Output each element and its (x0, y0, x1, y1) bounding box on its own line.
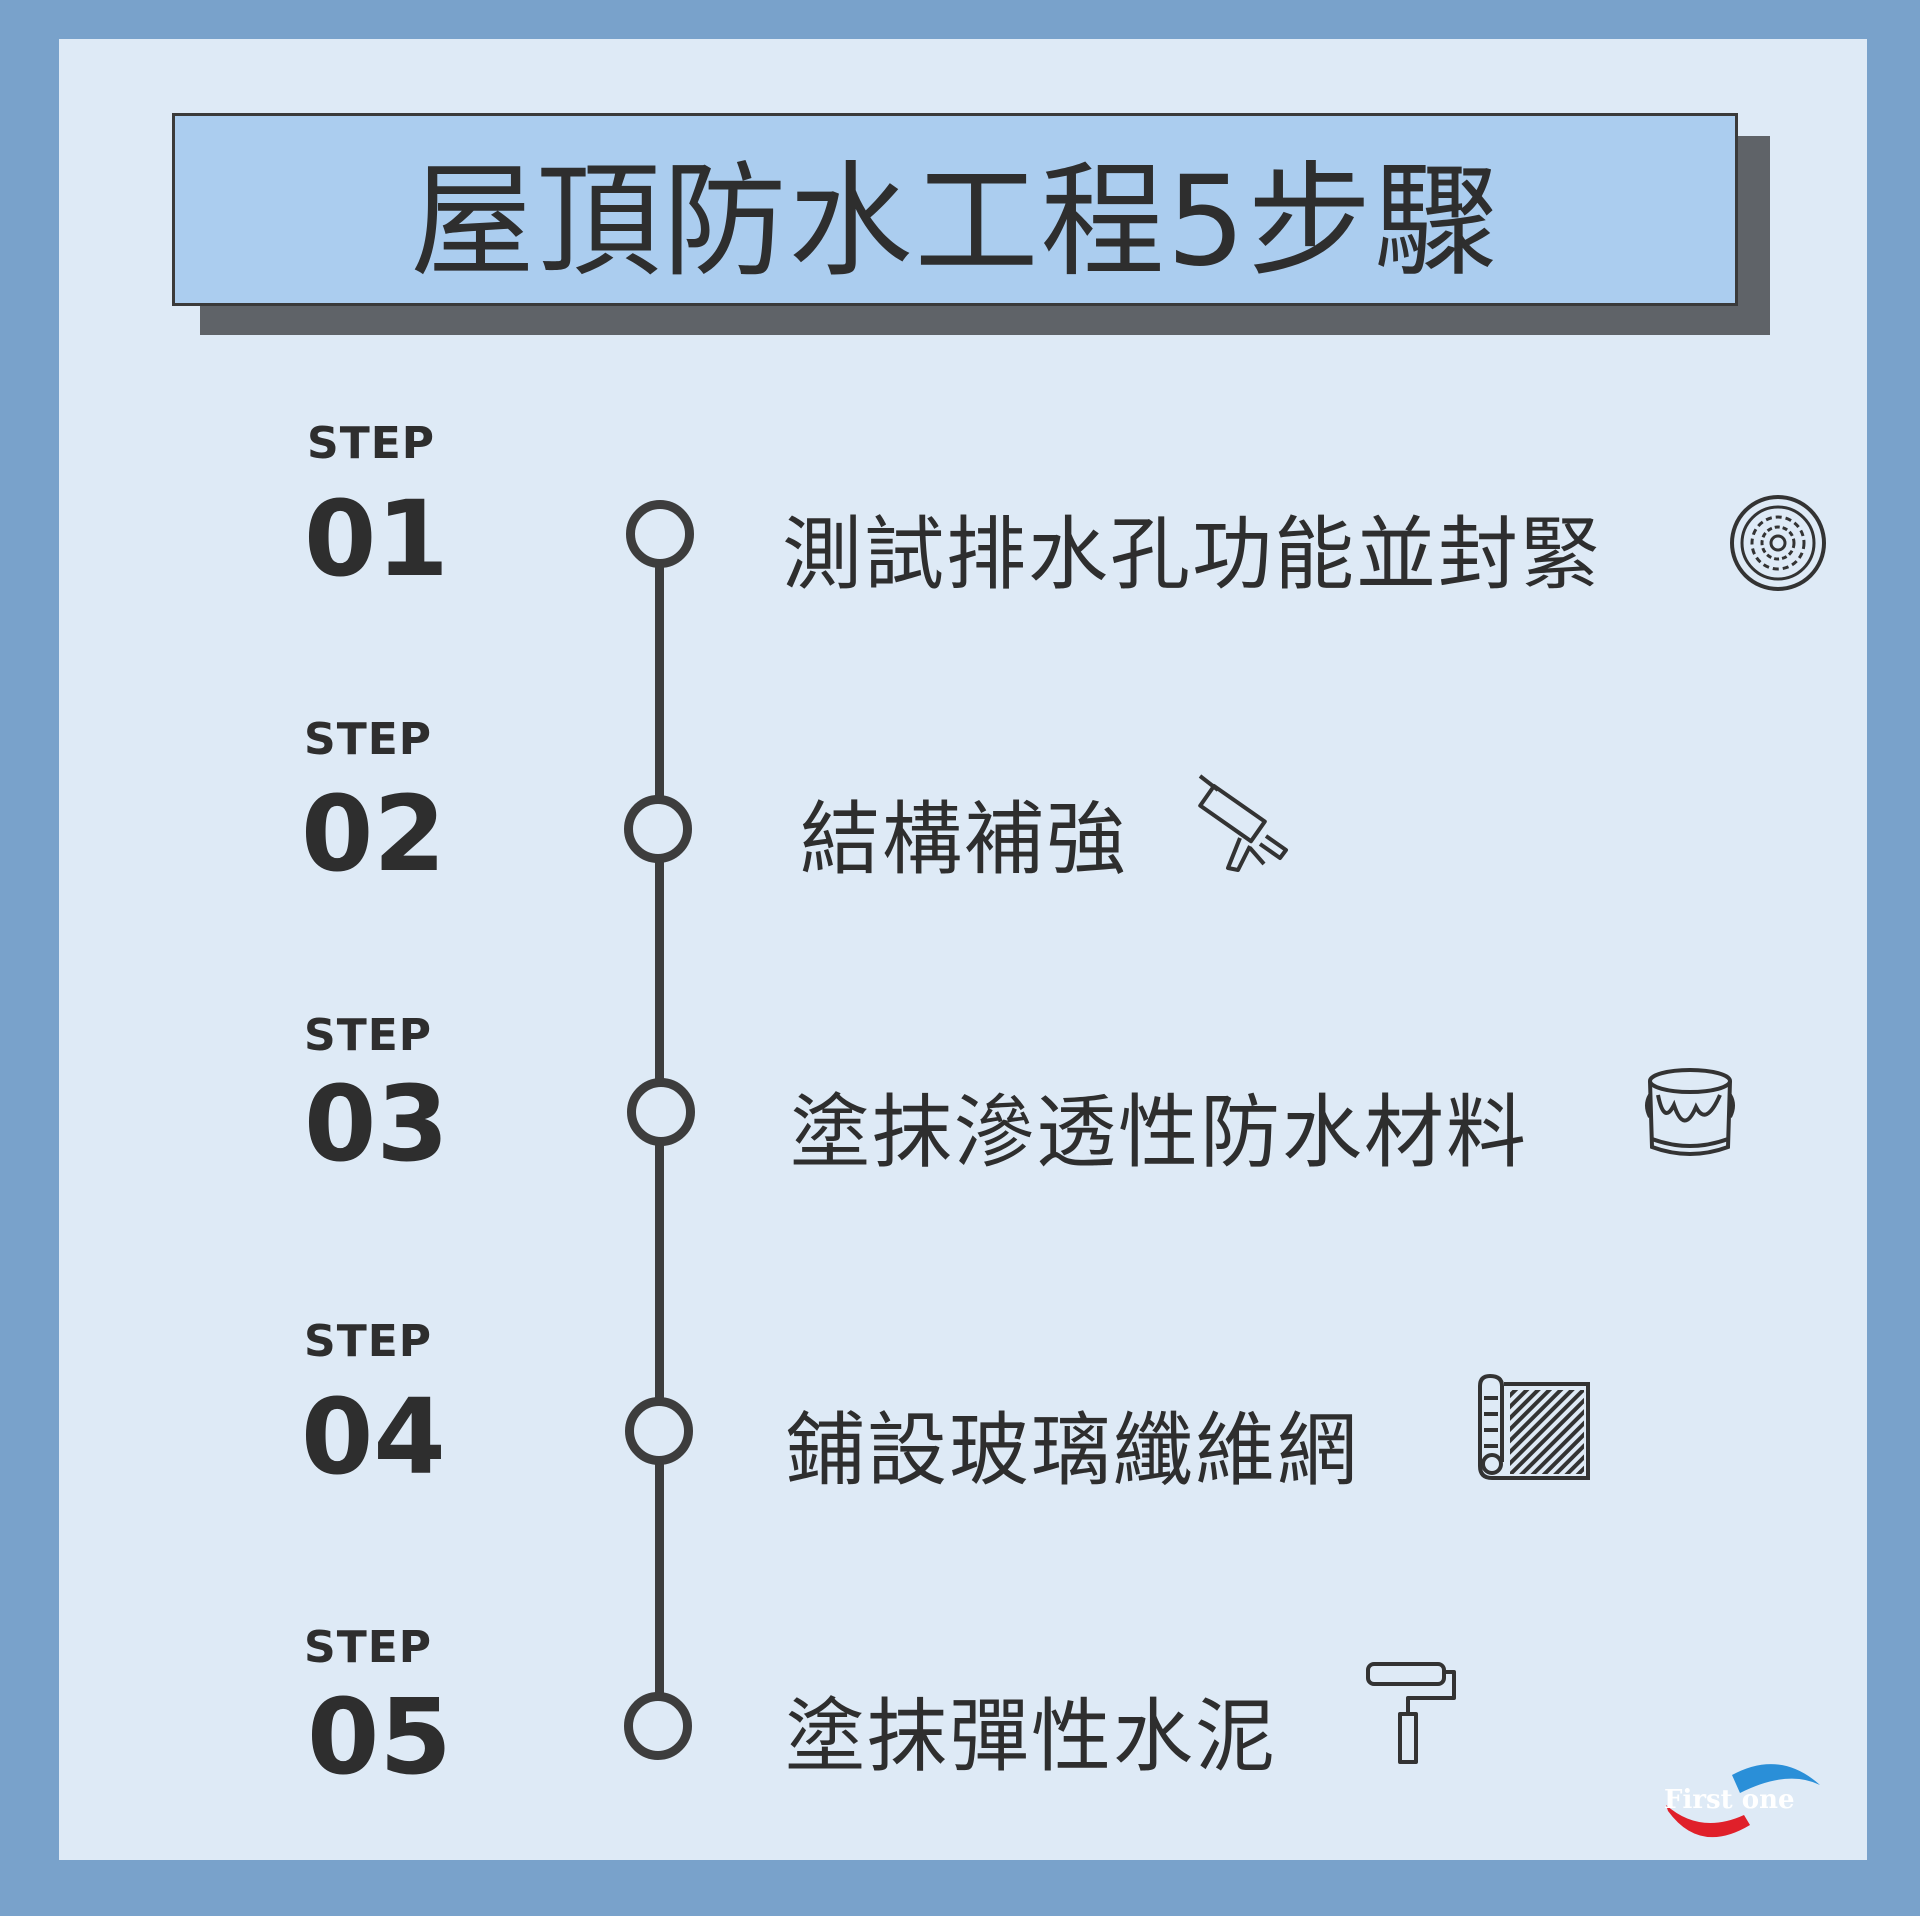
logo-swoosh-icon (1666, 1764, 1820, 1838)
timeline-node (624, 795, 692, 863)
step-text: 鋪設玻璃纖維網 (785, 1404, 1359, 1497)
step-label: STEP (304, 1622, 433, 1673)
step-text: 結構補強 (800, 793, 1128, 886)
background-panel (59, 39, 1867, 1860)
step-number: 01 (304, 478, 449, 600)
step-number: 02 (301, 773, 446, 895)
step-label: STEP (304, 1316, 433, 1367)
step-number: 03 (304, 1063, 449, 1185)
drain-icon (1730, 495, 1826, 591)
first-one-logo: First one (1660, 1755, 1825, 1855)
paint-bucket-icon (1645, 1068, 1735, 1156)
title-banner: 屋頂防水工程5步驟 (172, 113, 1738, 306)
timeline-node (625, 1397, 693, 1465)
paint-roller-icon (1366, 1662, 1456, 1764)
caulk-gun-icon (1198, 774, 1288, 872)
timeline-node (624, 1692, 692, 1760)
step-text: 測試排水孔功能並封緊 (782, 508, 1602, 601)
step-number: 04 (301, 1376, 446, 1498)
fiber-mesh-roll-icon (1478, 1374, 1590, 1480)
step-number: 05 (307, 1676, 452, 1798)
step-label: STEP (307, 418, 436, 469)
step-label: STEP (304, 714, 433, 765)
logo-text: First one (1664, 1785, 1795, 1815)
timeline-node (626, 500, 694, 568)
step-label: STEP (304, 1010, 433, 1061)
timeline-node (627, 1078, 695, 1146)
page-title: 屋頂防水工程5步驟 (410, 149, 1500, 294)
step-text: 塗抹彈性水泥 (785, 1690, 1277, 1783)
step-text: 塗抹滲透性防水材料 (790, 1086, 1528, 1179)
